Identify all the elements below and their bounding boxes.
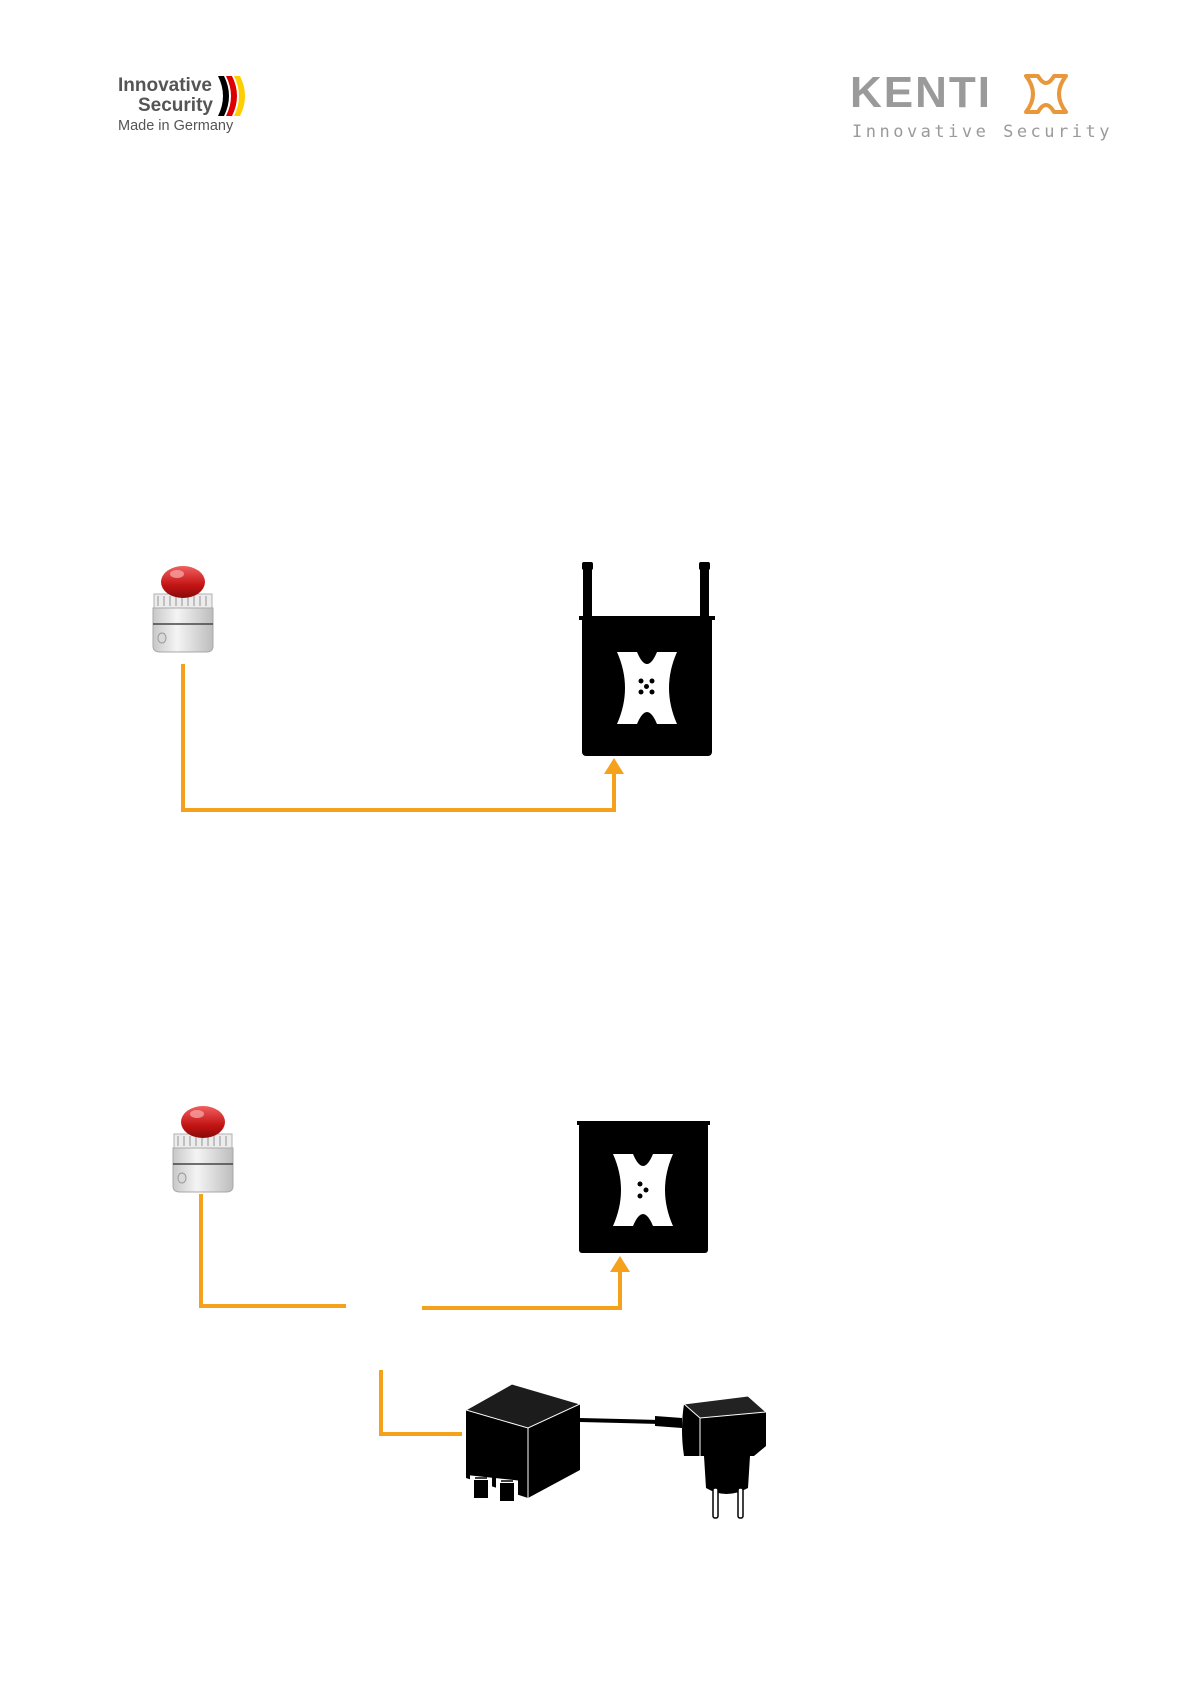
wireless-base-station-icon xyxy=(579,562,715,756)
logo-line-3: Made in Germany xyxy=(118,118,234,134)
connection-line-2b xyxy=(422,1266,622,1310)
power-adapter-icon xyxy=(682,1395,768,1519)
innovative-security-logo: Innovative Security Made in Germany xyxy=(116,68,256,138)
base-unit-icon xyxy=(577,1121,710,1253)
logo-line-1: Innovative xyxy=(118,75,212,96)
connection-arrowhead-2 xyxy=(610,1256,630,1272)
connection-line-2a xyxy=(199,1194,346,1308)
connection-line-2c xyxy=(379,1370,462,1436)
dual-rj-coupler-icon xyxy=(464,1383,582,1515)
kentix-logo: KENTI Innovative Security xyxy=(850,68,1109,148)
power-cable xyxy=(579,1418,661,1424)
siren-beacon-icon xyxy=(152,565,214,653)
section-1-diagram xyxy=(152,562,715,812)
kentix-tagline: Innovative Security xyxy=(852,122,1113,142)
siren-beacon-icon xyxy=(172,1105,234,1193)
logo-line-2: Security xyxy=(138,95,213,116)
connection-line-1 xyxy=(181,664,616,812)
german-flag-icon xyxy=(218,76,245,116)
kentix-brand-text: KENTI xyxy=(850,68,992,117)
connection-arrowhead-1 xyxy=(604,758,624,774)
section-2-diagram xyxy=(172,1105,768,1519)
kentix-x-mark-icon xyxy=(1024,74,1068,114)
